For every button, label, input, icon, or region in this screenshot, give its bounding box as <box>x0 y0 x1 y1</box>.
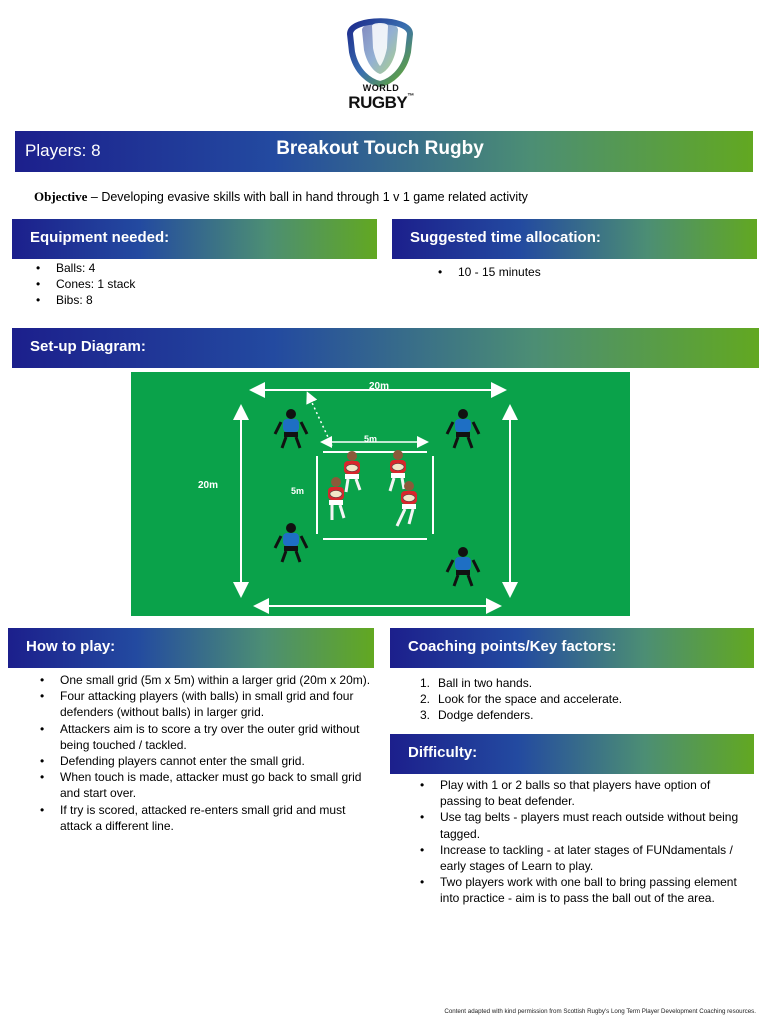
setup-diagram: 20m 20m 5m 5m <box>131 372 630 616</box>
bullet-icon: • <box>40 721 45 736</box>
bullet-icon: • <box>438 265 443 279</box>
list-item: •Four attacking players (with balls) in … <box>40 689 354 720</box>
bullet-icon: • <box>420 875 425 890</box>
list-item: •Defending players cannot enter the smal… <box>40 754 305 769</box>
list-item: •When touch is made, attacker must go ba… <box>40 770 362 801</box>
world-rugby-logo <box>346 18 414 88</box>
list-item: 1.Ball in two hands. <box>420 676 533 690</box>
list-item: 2.Look for the space and accelerate. <box>420 692 623 707</box>
list-item: •If try is scored, attacked re-enters sm… <box>40 802 346 833</box>
bullet-icon: • <box>420 778 425 792</box>
bullet-icon: • <box>36 261 41 275</box>
list-item: •Use tag belts - players must reach outs… <box>420 810 739 841</box>
outer-height-label: 20m <box>198 480 218 491</box>
list-number: 3. <box>420 708 431 723</box>
list-item: •Play with 1 or 2 balls so that players … <box>420 778 711 809</box>
list-item: •Two players work with one ball to bring… <box>420 875 737 906</box>
objective-label: Objective <box>34 189 88 204</box>
list-item: •Cones: 1 stack <box>36 277 136 292</box>
bullet-icon: • <box>40 770 45 785</box>
attacker-player <box>328 477 346 520</box>
defender-player <box>273 523 309 563</box>
attacker-player <box>344 451 362 493</box>
title-bar: Players: 8 Breakout Touch Rugby <box>15 131 753 172</box>
objective-text: – Developing evasive skills with ball in… <box>87 190 528 204</box>
bullet-icon: • <box>40 754 45 769</box>
coaching-points-list: 1.Ball in two hands. 2.Look for the spac… <box>414 675 744 724</box>
pass-dotted-line <box>306 391 334 449</box>
bullet-icon: • <box>40 689 45 704</box>
equipment-list: •Balls: 4 •Cones: 1 stack •Bibs: 8 <box>30 260 370 309</box>
list-number: 2. <box>420 692 431 707</box>
list-item: •Attackers aim is to score a try over th… <box>40 721 360 752</box>
defender-player <box>445 547 481 587</box>
list-item: •Increase to tackling - at later stages … <box>420 842 733 874</box>
objective: Objective – Developing evasive skills wi… <box>34 189 754 205</box>
defender-player <box>273 409 309 449</box>
attacker-player <box>395 481 417 527</box>
inner-grid <box>316 451 434 540</box>
page-title: Breakout Touch Rugby <box>276 138 484 159</box>
section-heading-difficulty: Difficulty: <box>390 734 754 774</box>
list-item: •Bibs: 8 <box>36 293 93 308</box>
section-heading-time: Suggested time allocation: <box>392 219 757 259</box>
section-heading-coaching-points: Coaching points/Key factors: <box>390 628 754 668</box>
list-item: •10 - 15 minutes <box>438 265 541 279</box>
section-heading-how-to-play: How to play: <box>8 628 374 668</box>
list-item: •Balls: 4 <box>36 261 96 275</box>
bullet-icon: • <box>40 673 45 687</box>
how-to-play-list: •One small grid (5m x 5m) within a large… <box>34 672 374 834</box>
attacker-player <box>388 450 406 492</box>
bullet-icon: • <box>36 277 41 292</box>
pitch-svg: 20m 20m 5m 5m <box>198 381 518 614</box>
bullet-icon: • <box>36 293 41 308</box>
difficulty-list: •Play with 1 or 2 balls so that players … <box>414 777 744 907</box>
list-item: •One small grid (5m x 5m) within a large… <box>40 673 371 687</box>
bullet-icon: • <box>420 810 425 825</box>
section-heading-equipment: Equipment needed: <box>12 219 377 259</box>
bullet-icon: • <box>40 802 45 817</box>
list-item: 3.Dodge defenders. <box>420 708 534 723</box>
list-number: 1. <box>420 676 431 690</box>
inner-width-label: 5m <box>364 434 377 444</box>
logo-text-rugby: RUGBY™ <box>348 93 414 112</box>
inner-height-label: 5m <box>291 486 304 496</box>
outer-width-label: 20m <box>369 381 389 392</box>
logo-text-world: WORLD <box>362 83 400 93</box>
bullet-icon: • <box>420 842 425 857</box>
players-count: Players: 8 <box>25 141 101 160</box>
time-list: •10 - 15 minutes <box>432 264 752 280</box>
section-heading-setup: Set-up Diagram: <box>12 328 759 368</box>
defender-player <box>445 409 481 449</box>
footer-credit: Content adapted with kind permission fro… <box>444 1008 756 1015</box>
